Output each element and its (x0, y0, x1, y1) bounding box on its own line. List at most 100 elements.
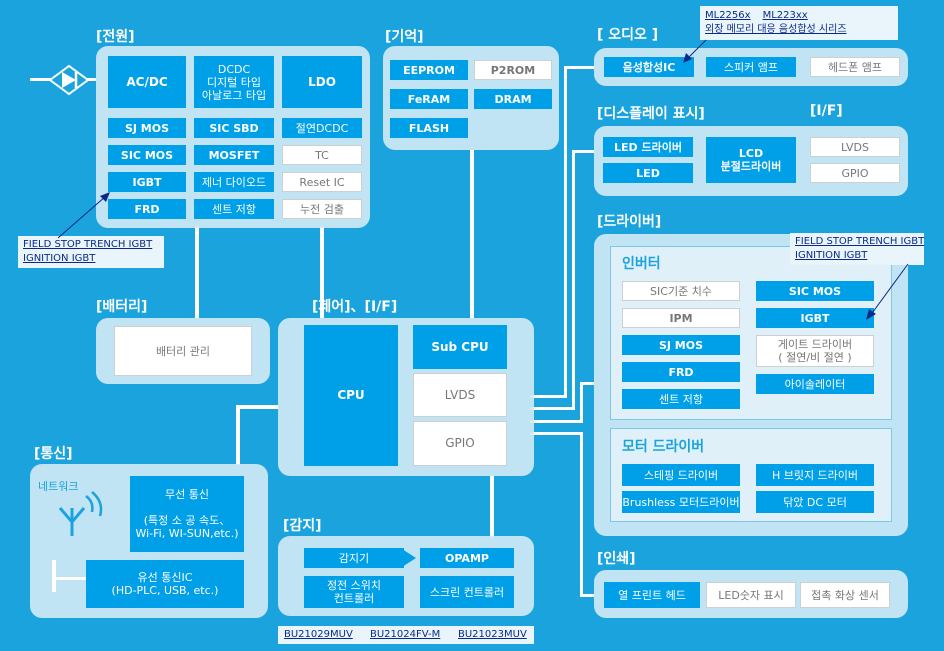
callout-arrow (866, 263, 909, 320)
connector (580, 594, 594, 597)
feram-block[interactable]: FeRAM (390, 89, 468, 109)
section-title-print: [인쇄] (597, 551, 636, 567)
inv-frd-block[interactable]: FRD (622, 362, 740, 382)
connector (195, 226, 199, 318)
subsection-title-motor-driver: 모터 드라이버 (622, 439, 705, 455)
opamp-block[interactable]: OPAMP (420, 548, 514, 568)
sic-mos-block[interactable]: SIC MOS (108, 145, 186, 165)
wireless-comm-block[interactable]: 무선 통신 (특정 소 공 속도、 Wi-Fi, WI-SUN,etc.) (130, 476, 244, 552)
thermal-head-block[interactable]: 열 프린트 헤드 (604, 582, 700, 608)
stepping-driver-block[interactable]: 스테핑 드라이버 (622, 464, 740, 486)
ipm-block[interactable]: IPM (622, 308, 740, 328)
inv-igbt-block[interactable]: IGBT (756, 308, 874, 328)
connector (530, 432, 582, 435)
zener-diode-block[interactable]: 제너 다이오드 (194, 172, 274, 192)
ldo-block[interactable]: LDO (282, 56, 362, 108)
brushed-dc-block[interactable]: 닦았 DC 모터 (756, 491, 874, 513)
network-label: 네트워크 (38, 480, 79, 493)
sic-std-block[interactable]: SIC기준 치수 (622, 281, 740, 301)
wire-line (52, 560, 56, 592)
cap-switch-block[interactable]: 정전 스위치 컨트롤러 (304, 576, 404, 608)
brushless-driver-block[interactable]: Brushless 모터드라이버 (622, 491, 740, 513)
flash-block[interactable]: FLASH (390, 118, 468, 138)
p2rom-block[interactable]: P2ROM (474, 60, 552, 80)
connector (564, 66, 567, 398)
section-title-driver: [드라이버] (597, 214, 662, 230)
antenna-icon (58, 491, 103, 536)
control-lvds-block[interactable]: LVDS (413, 373, 507, 417)
isolator-block[interactable]: 아이솔레이터 (756, 374, 874, 394)
lcd-driver-block[interactable]: LCD 분절드라이버 (706, 137, 796, 183)
gate-driver-block[interactable]: 게이트 드라이버 ( 절연/비 절연 ) (756, 335, 874, 367)
connector (580, 382, 583, 423)
acdc-block[interactable]: AC/DC (108, 56, 186, 108)
connector (580, 432, 583, 596)
tc-block[interactable]: TC (282, 145, 362, 165)
h-bridge-driver-block[interactable]: H 브릿지 드라이버 (756, 464, 874, 486)
diode-icon (48, 64, 90, 96)
section-title-control: [제어]、[I/F] (312, 299, 398, 315)
part-link[interactable]: BU21029MUV (284, 629, 353, 640)
connector (564, 66, 594, 69)
led-block[interactable]: LED (603, 163, 693, 183)
inv-sj-mos-block[interactable]: SJ MOS (622, 335, 740, 355)
inv-shunt-block[interactable]: 센트 저항 (622, 389, 740, 409)
headphone-amp-block[interactable]: 헤드폰 앰프 (810, 57, 900, 77)
connector (580, 382, 594, 385)
part-link[interactable]: BU21024FV-M (370, 629, 441, 640)
dram-block[interactable]: DRAM (474, 89, 552, 109)
igbt-note-left[interactable]: FIELD STOP TRENCH IGBT IGNITION IGBT (18, 236, 164, 268)
section-title-power: [전원] (96, 29, 135, 45)
inv-sic-mos-block[interactable]: SIC MOS (756, 281, 874, 301)
shunt-resistor-block[interactable]: 센트 저항 (194, 199, 274, 219)
connector (470, 150, 474, 318)
sensor-block[interactable]: 감지기 (304, 548, 404, 568)
led-driver-block[interactable]: LED 드라이버 (603, 137, 693, 157)
eeprom-block[interactable]: EEPROM (390, 60, 468, 80)
frd-block[interactable]: FRD (108, 199, 186, 219)
connector (236, 405, 240, 465)
isolated-dcdc-block[interactable]: 절연DCDC (282, 118, 362, 138)
subsection-title-inverter: 인버터 (622, 256, 661, 272)
leak-detect-block[interactable]: 누전 검출 (282, 199, 362, 219)
section-title-comm: [통신] (34, 446, 73, 462)
section-title-battery: [배터리] (96, 299, 148, 315)
sj-mos-block[interactable]: SJ MOS (108, 118, 186, 138)
connector (530, 395, 566, 398)
igbt-note-right[interactable]: FIELD STOP TRENCH IGBT IGNITION IGBT (790, 233, 924, 265)
section-title-memory: [기억] (385, 29, 424, 45)
connector (530, 407, 574, 410)
speaker-amp-block[interactable]: 스피커 앰프 (706, 57, 796, 77)
sub-cpu-block[interactable]: Sub CPU (413, 325, 507, 369)
audio-note[interactable]: ML2256x ML223xx 외장 메모리 대응 음성합성 시리즈 (700, 6, 898, 40)
mosfet-block[interactable]: MOSFET (194, 145, 274, 165)
sensing-link-bar (278, 626, 534, 644)
connector (236, 405, 278, 409)
connector (320, 226, 324, 318)
section-title-display-if: [I/F] (810, 103, 843, 119)
reset-ic-block[interactable]: Reset IC (282, 172, 362, 192)
sic-sbd-block[interactable]: SIC SBD (194, 118, 274, 138)
display-gpio-block[interactable]: GPIO (810, 163, 900, 183)
battery-mgmt-block[interactable]: 배터리 관리 (114, 326, 252, 376)
section-title-sensing: [감지] (283, 518, 322, 534)
connector (530, 420, 582, 423)
touch-controller-block[interactable]: 스크린 컨트롤러 (420, 576, 514, 608)
callout-arrow (57, 192, 110, 239)
dcdc-block[interactable]: DCDC 디지털 타입 아날로그 타입 (194, 56, 274, 108)
igbt-block[interactable]: IGBT (108, 172, 186, 192)
cpu-block[interactable]: CPU (304, 325, 398, 466)
section-title-display: [디스플레이 표시] (597, 106, 705, 122)
voice-synth-block[interactable]: 음성합성IC (604, 57, 694, 77)
wire-line (52, 577, 88, 580)
connector (572, 150, 575, 410)
control-gpio-block[interactable]: GPIO (413, 421, 507, 466)
led-digit-display-block[interactable]: LED숫자 표시 (706, 582, 796, 608)
display-lvds-block[interactable]: LVDS (810, 137, 900, 157)
contact-image-sensor-block[interactable]: 접촉 화상 센서 (800, 582, 890, 608)
part-link[interactable]: BU21023MUV (458, 629, 527, 640)
connector (490, 476, 494, 538)
wired-comm-block[interactable]: 유선 통신IC (HD-PLC, USB, etc.) (86, 560, 244, 608)
callout-arrow (683, 39, 707, 63)
section-title-audio: [ 오디오 ] (597, 27, 659, 43)
